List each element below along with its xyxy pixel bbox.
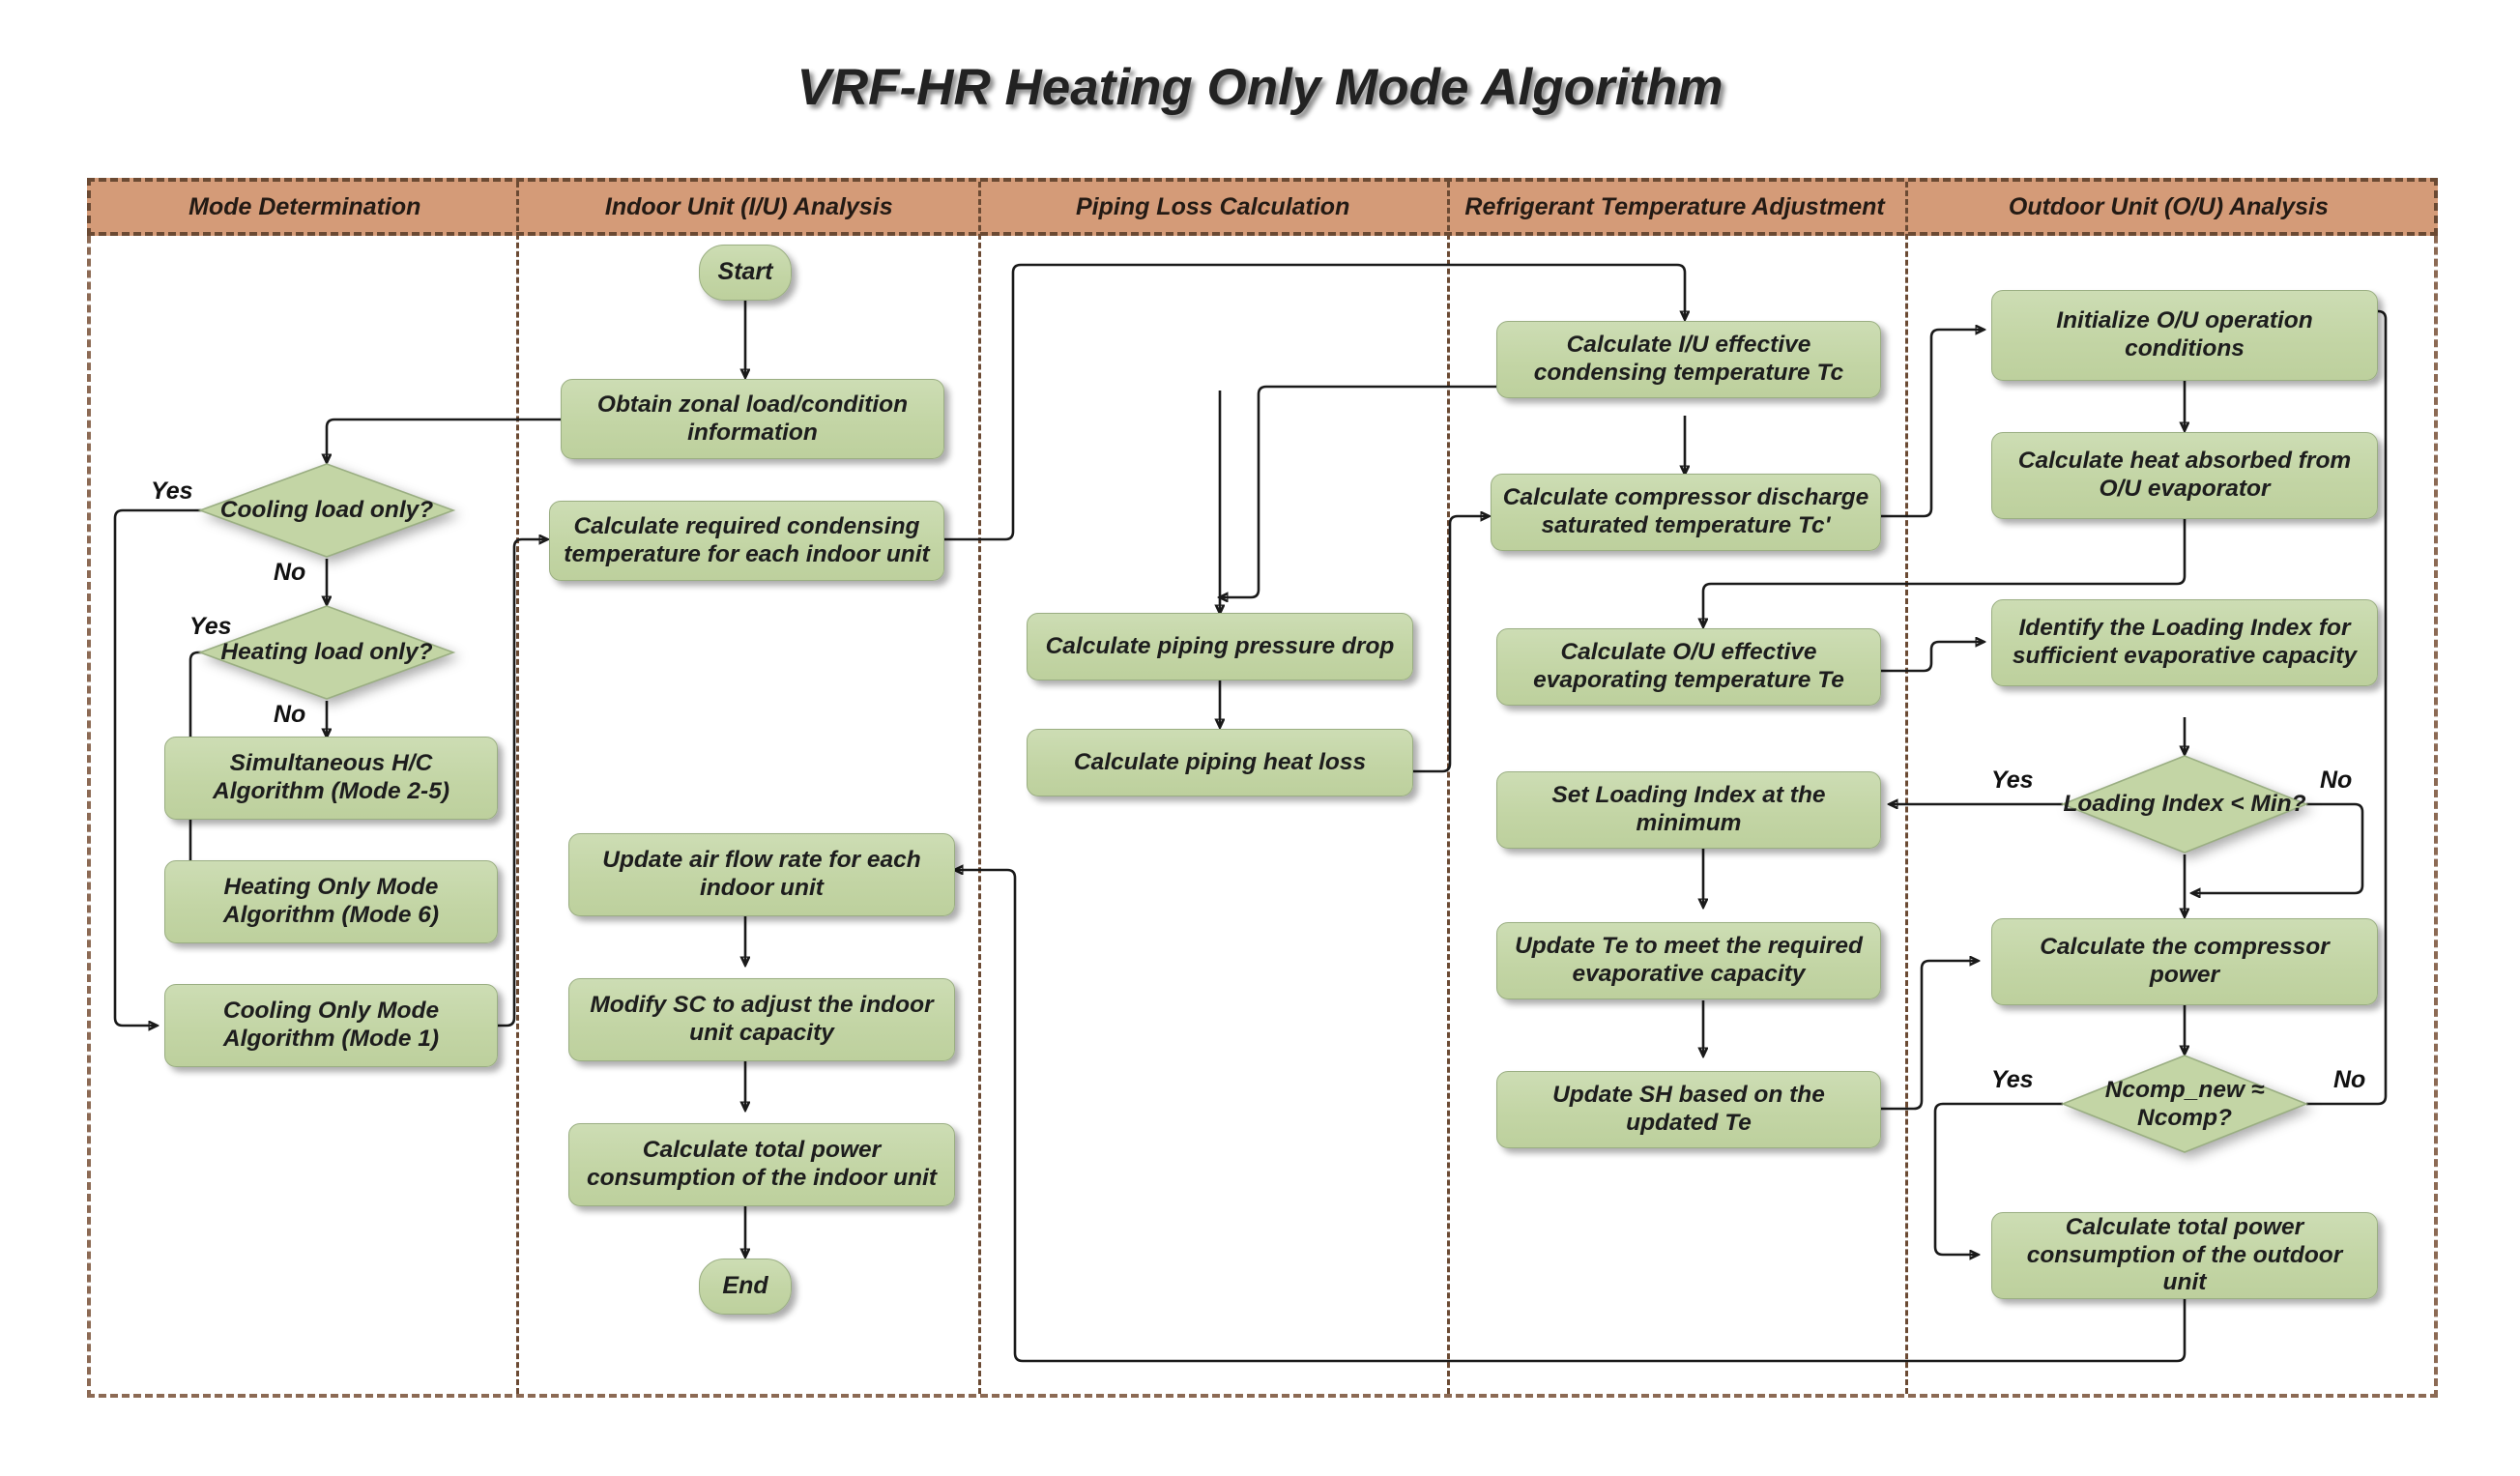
- node-calculate-total-power-indoor-unit[interactable]: Calculate total power consumption of the…: [568, 1123, 955, 1206]
- node-calculate-compressor-discharge-tc-prime[interactable]: Calculate compressor discharge saturated…: [1491, 474, 1881, 551]
- node-calculate-heat-absorbed-ou-evaporator[interactable]: Calculate heat absorbed from O/U evapora…: [1991, 432, 2378, 519]
- lane-divider-4: [1905, 182, 1908, 1394]
- node-calculate-ou-effective-evaporating-te[interactable]: Calculate O/U effective evaporating temp…: [1496, 628, 1881, 706]
- branch-label-loading-yes: Yes: [1991, 767, 2034, 794]
- lane-header-band: Mode Determination Indoor Unit (I/U) Ana…: [87, 178, 2438, 236]
- node-start[interactable]: Start: [699, 245, 792, 301]
- node-heating-only-mode-algorithm[interactable]: Heating Only Mode Algorithm (Mode 6): [164, 860, 498, 943]
- lane-header-mode-determination: Mode Determination: [188, 192, 421, 220]
- branch-label-heating-yes: Yes: [189, 613, 232, 640]
- lane-divider-3: [1447, 182, 1450, 1394]
- node-cooling-only-mode-algorithm[interactable]: Cooling Only Mode Algorithm (Mode 1): [164, 984, 498, 1067]
- node-set-loading-index-minimum[interactable]: Set Loading Index at the minimum: [1496, 771, 1881, 849]
- node-obtain-zonal-load[interactable]: Obtain zonal load/condition information: [561, 379, 944, 459]
- node-initialize-ou-operation-conditions[interactable]: Initialize O/U operation conditions: [1991, 290, 2378, 381]
- node-update-sh-based-on-te[interactable]: Update SH based on the updated Te: [1496, 1071, 1881, 1148]
- branch-label-heating-no: No: [274, 701, 306, 728]
- lane-header-outdoor-unit: Outdoor Unit (O/U) Analysis: [2008, 192, 2329, 220]
- page-title: VRF-HR Heating Only Mode Algorithm: [797, 59, 1723, 116]
- lane-header-refrigerant-temp: Refrigerant Temperature Adjustment: [1464, 192, 1885, 220]
- node-loading-index-min-decision[interactable]: Loading Index < Min?: [2059, 754, 2310, 854]
- branch-label-ncomp-no: No: [2333, 1066, 2366, 1093]
- lane-header-piping-loss: Piping Loss Calculation: [1075, 192, 1350, 220]
- node-ncomp-new-decision[interactable]: Ncomp_new ≈ Ncomp?: [2059, 1054, 2310, 1154]
- node-update-air-flow-rate[interactable]: Update air flow rate for each indoor uni…: [568, 833, 955, 916]
- node-cooling-load-only-decision[interactable]: Cooling load only?: [196, 462, 457, 559]
- branch-label-cooling-yes: Yes: [151, 478, 193, 505]
- branch-label-ncomp-yes: Yes: [1991, 1066, 2034, 1093]
- node-end[interactable]: End: [699, 1259, 792, 1315]
- branch-label-cooling-no: No: [274, 559, 306, 586]
- lane-header-indoor-unit: Indoor Unit (I/U) Analysis: [604, 192, 893, 220]
- node-calculate-iu-effective-condensing-tc[interactable]: Calculate I/U effective condensing tempe…: [1496, 321, 1881, 398]
- node-update-te-required-evaporative-capacity[interactable]: Update Te to meet the required evaporati…: [1496, 922, 1881, 999]
- lane-divider-2: [978, 182, 981, 1394]
- node-calculate-required-condensing-temperature[interactable]: Calculate required condensing temperatur…: [549, 501, 944, 581]
- node-modify-sc[interactable]: Modify SC to adjust the indoor unit capa…: [568, 978, 955, 1061]
- node-calculate-compressor-power[interactable]: Calculate the compressor power: [1991, 918, 2378, 1005]
- lane-divider-1: [516, 182, 519, 1394]
- node-calculate-piping-heat-loss[interactable]: Calculate piping heat loss: [1027, 729, 1413, 796]
- node-calculate-piping-pressure-drop[interactable]: Calculate piping pressure drop: [1027, 613, 1413, 680]
- node-simultaneous-hc-algorithm[interactable]: Simultaneous H/C Algorithm (Mode 2-5): [164, 737, 498, 820]
- node-heating-load-only-decision[interactable]: Heating load only?: [196, 604, 457, 701]
- node-calculate-total-power-outdoor-unit[interactable]: Calculate total power consumption of the…: [1991, 1212, 2378, 1299]
- branch-label-loading-no: No: [2320, 767, 2353, 794]
- node-identify-loading-index[interactable]: Identify the Loading Index for sufficien…: [1991, 599, 2378, 686]
